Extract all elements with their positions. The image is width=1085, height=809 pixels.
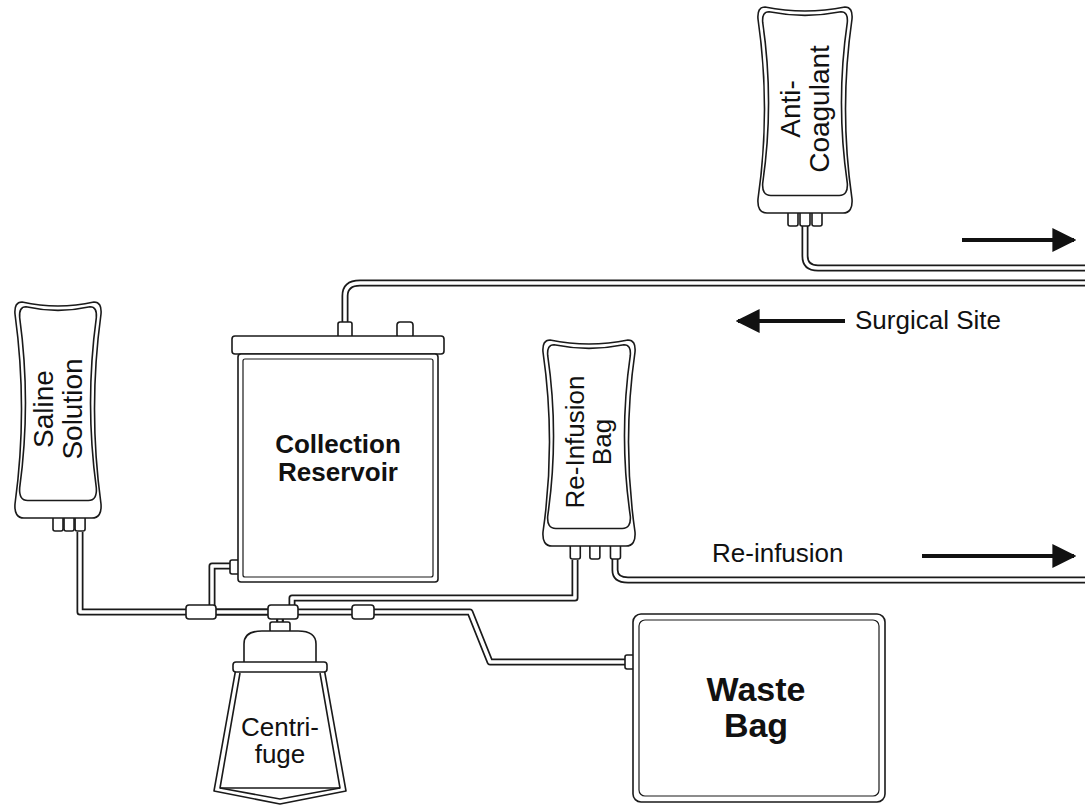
bowl-rim xyxy=(233,662,327,672)
waste-outer xyxy=(633,614,885,802)
flow-label: Surgical Site xyxy=(853,305,1003,336)
tube-lumen xyxy=(280,612,625,662)
tube-connector xyxy=(280,612,625,662)
flow-arrow xyxy=(962,238,1074,242)
tube-wall xyxy=(280,612,625,662)
reservoir-body xyxy=(238,354,438,582)
node-label: Collection Reservoir xyxy=(243,431,433,486)
outline-stroke xyxy=(220,788,340,799)
flow-arrow xyxy=(738,319,845,323)
flow-label: Re-infusion xyxy=(710,538,846,569)
node-label: Anti- Coagulant xyxy=(776,24,835,194)
t-fitting xyxy=(268,605,298,619)
outline-stroke xyxy=(548,345,631,529)
t-fitting xyxy=(186,605,216,619)
node-label: Re-Infusion Bag xyxy=(562,360,617,525)
t-fitting xyxy=(352,605,374,619)
outline-stroke xyxy=(758,7,852,213)
waste-inner xyxy=(639,620,879,796)
collection-reservoir: Collection Reservoir xyxy=(230,322,446,584)
reservoir-inner xyxy=(243,359,433,577)
anticoagulant-tube xyxy=(805,226,1085,268)
outline-stroke xyxy=(763,12,848,196)
outline-stroke xyxy=(543,340,635,546)
outline-stroke xyxy=(15,302,101,518)
outline-stroke xyxy=(220,673,340,788)
node-label: Saline Solution xyxy=(29,319,88,499)
saline-bag: Saline Solution xyxy=(12,300,104,532)
reinfusion-tube xyxy=(615,558,1085,580)
reservoir-lid xyxy=(232,336,444,354)
anticoagulant-bag: Anti- Coagulant xyxy=(755,5,855,227)
centrifuge-bowl: Centri- fuge xyxy=(212,622,348,805)
outline-stroke xyxy=(214,668,346,804)
flow-arrow xyxy=(922,554,1074,558)
node-label: Waste Bag xyxy=(686,672,826,743)
outline-stroke xyxy=(20,307,97,501)
node-label: Centri- fuge xyxy=(225,714,335,769)
waste-bag: Waste Bag xyxy=(625,612,887,804)
reinfusion-bag: Re-Infusion Bag xyxy=(540,338,638,560)
